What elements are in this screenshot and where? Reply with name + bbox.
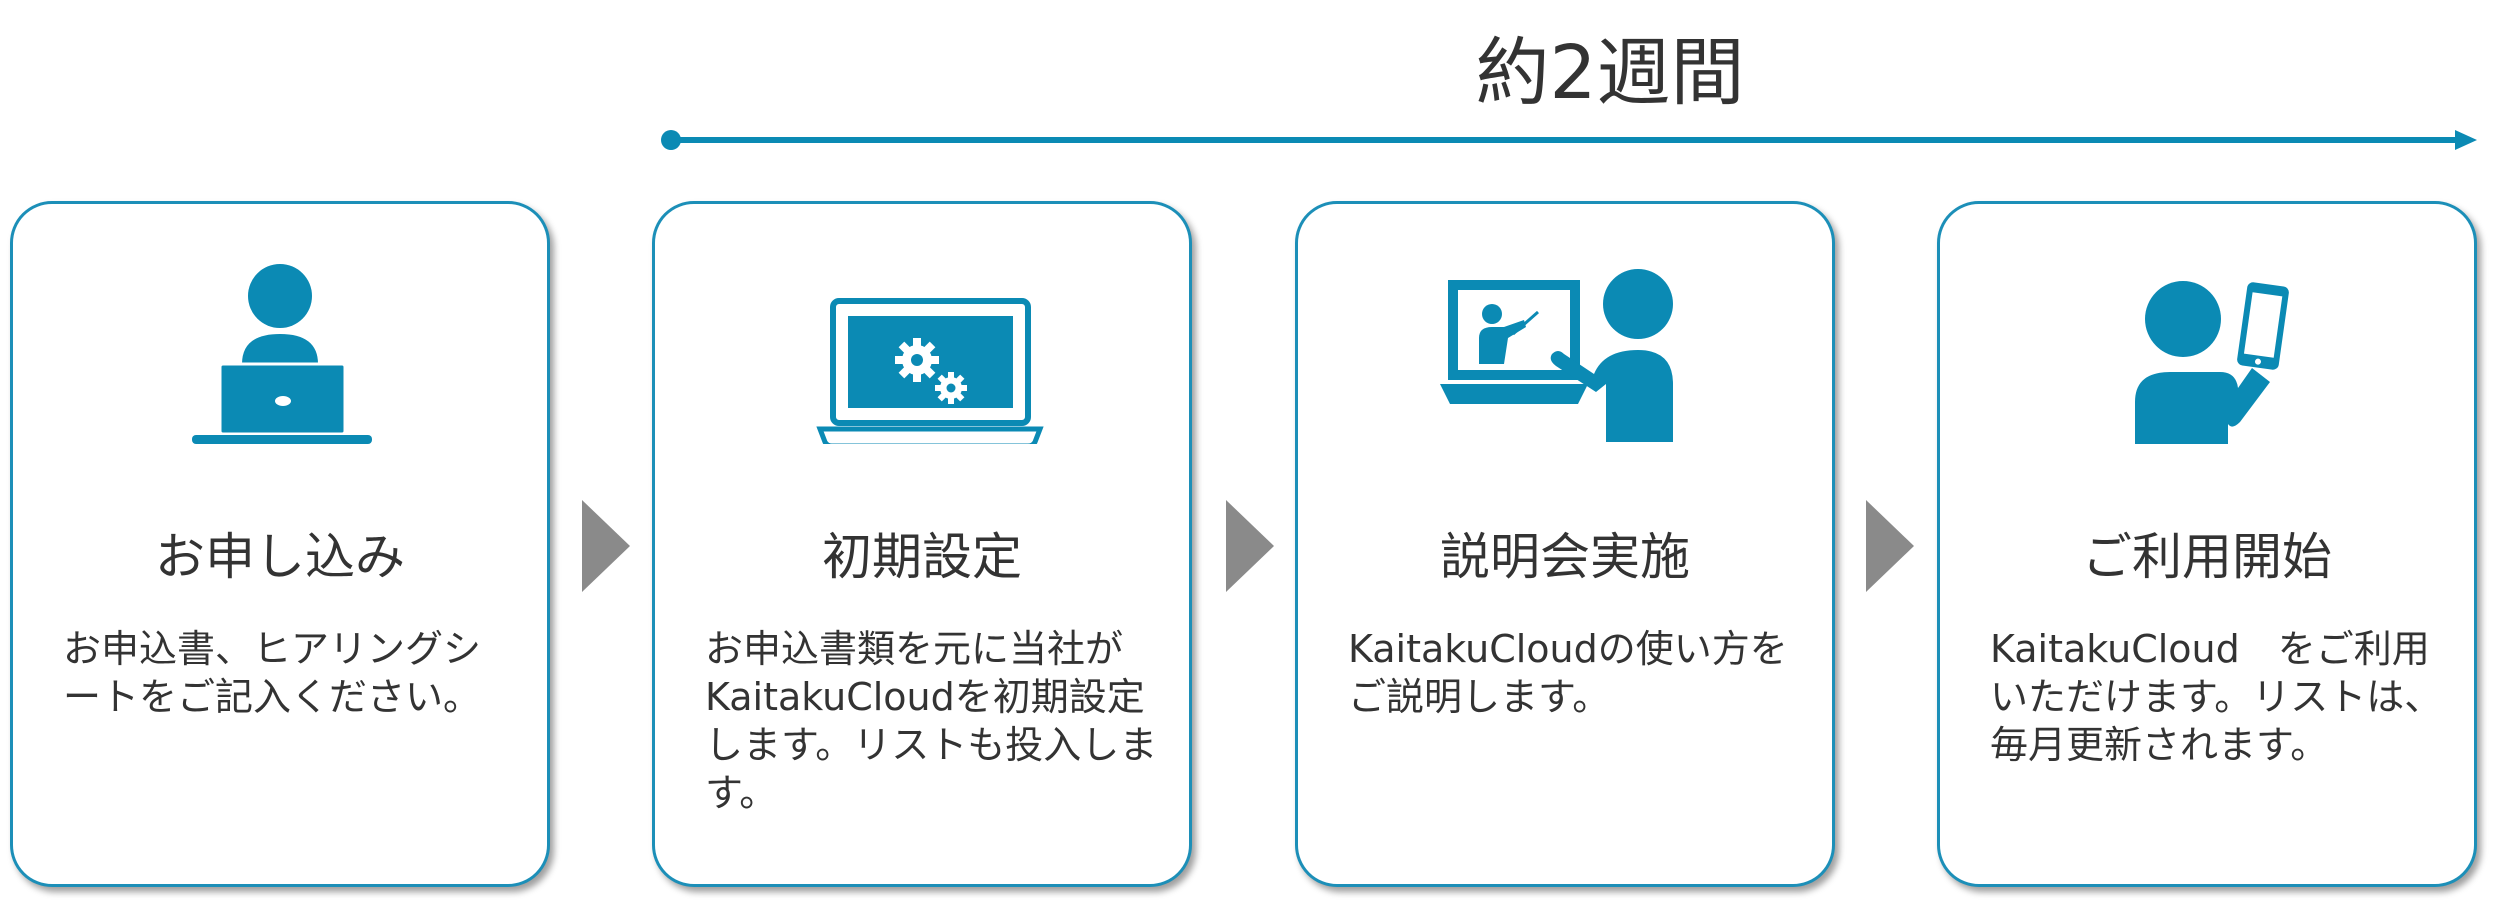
person-smartphone-icon [2135,281,2289,444]
step-title: ご利用開始 [2082,528,2332,586]
timeline-arrow [661,130,2477,150]
step-card-application: お申し込み お申込書、ヒアリングシートをご記入ください。 [10,201,550,887]
step-card-initial-setup: 初期設定 お申込書類を元に当社がKaitakuCloudを初期設定します。リスト… [652,201,1192,887]
person-laptop-icon [192,264,372,444]
step-description: KaitakuCloud をご利用いただけます。リストは、毎月更新されます。 [1990,627,2443,767]
step-card-orientation: 説明会実施 KaitakuCloudの使い方をご説明します。 [1295,201,1835,887]
step-title: お申し込み [155,528,405,586]
step-card-start-usage: ご利用開始 KaitakuCloud をご利用いただけます。リストは、毎月更新さ… [1937,201,2477,887]
step-description: お申込書、ヒアリングシートをご記入ください。 [63,627,482,719]
step-description: KaitakuCloudの使い方をご説明します。 [1348,627,1788,719]
step-description: お申込書類を元に当社がKaitakuCloudを初期設定します。リストも投入しま… [705,627,1158,815]
step-title: 説明会実施 [1440,528,1690,586]
chevron-right-icon [582,500,630,592]
laptop-gears-icon [816,298,1044,444]
chevron-right-icon [1226,500,1274,592]
timeline-label: 約2週間 [1475,30,1745,116]
chevron-right-icon [1866,500,1914,592]
presentation-icon [1440,269,1673,442]
step-title: 初期設定 [822,528,1022,586]
